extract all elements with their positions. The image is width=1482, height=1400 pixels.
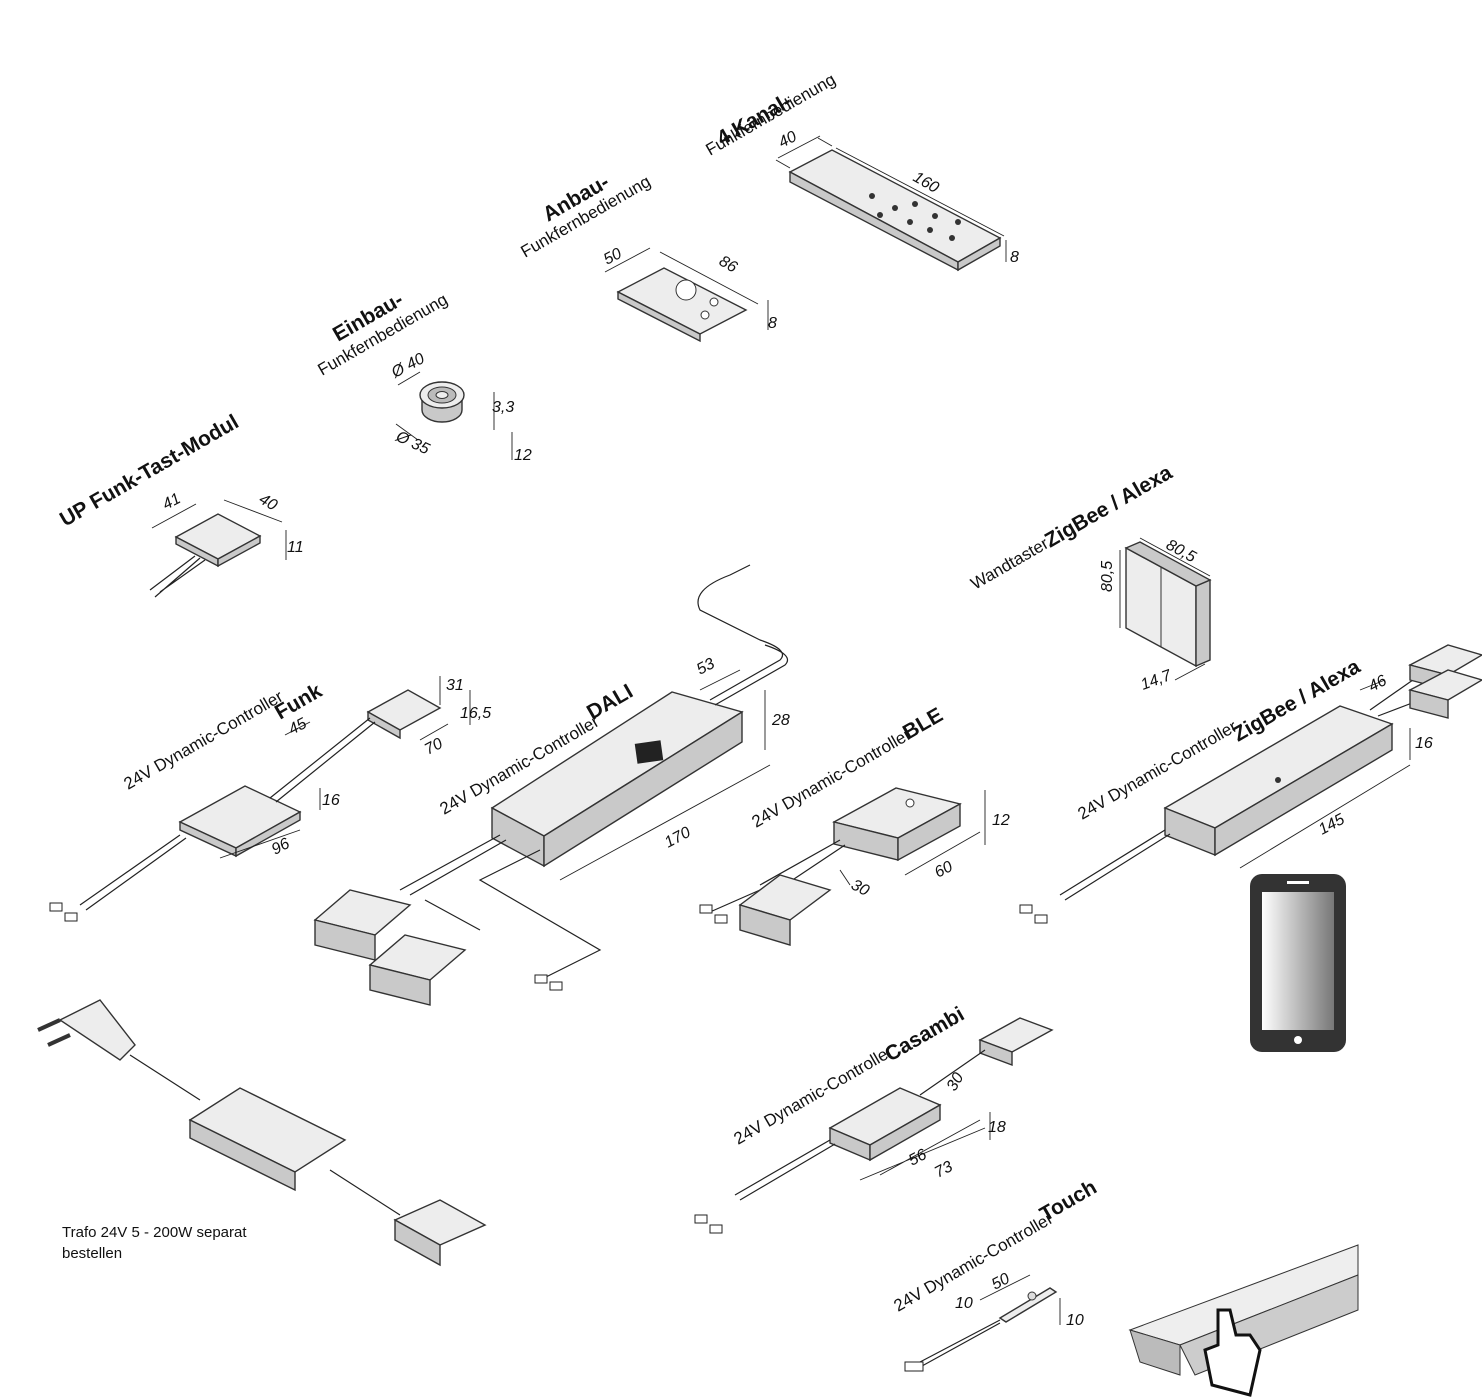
remote-einbau: Einbau- Funkfernbedienung Ø 40 Ø 35 3,3 …: [315, 288, 532, 464]
dim-funk-receiver-width: 31: [446, 677, 464, 694]
dim-funk-receiver-length: 70: [422, 735, 446, 758]
touch-hand-icon: [1203, 1308, 1262, 1397]
label-ble-title: BLE: [899, 703, 947, 744]
wandtaster-zigbee: Wandtaster ZigBee / Alexa 80,5 80,5 14,7: [968, 461, 1212, 694]
dim-touch-length: 50: [989, 1270, 1013, 1293]
dim-casambi-length: 73: [932, 1158, 956, 1181]
dim-ble-height: 12: [992, 812, 1010, 829]
controller-touch: 24V Dynamic-Controller Touch 50 10 10: [891, 1176, 1101, 1372]
dim-anbau-length: 86: [716, 253, 740, 277]
trafo-note-line1: Trafo 24V 5 - 200W separat: [62, 1224, 247, 1241]
dim-casambi-height: 18: [988, 1119, 1006, 1136]
label-funk-prefix: 24V Dynamic-Controller: [121, 687, 287, 794]
dim-4kanal-height: 8: [1010, 249, 1019, 266]
label-wandtaster-prefix: Wandtaster: [968, 534, 1053, 594]
dim-wandtaster-height: 80,5: [1099, 561, 1116, 592]
up-funk-tast-modul: UP Funk-Tast-Modul 41 40 11: [56, 410, 304, 598]
dim-dali-length: 170: [662, 824, 694, 852]
dim-touch-width: 10: [955, 1295, 973, 1312]
dim-4kanal-width: 40: [776, 128, 800, 151]
dim-funk-length: 96: [269, 835, 293, 858]
dim-ble-width: 30: [848, 877, 872, 900]
label-casambi-title: Casambi: [881, 1003, 968, 1067]
touch-profile-illustration: [1128, 1244, 1359, 1397]
smartphone-icon: [1250, 874, 1346, 1052]
controller-funk: 24V Dynamic-Controller Funk 31 16,5 70 4…: [49, 676, 491, 922]
label-wandtaster-title: ZigBee / Alexa: [1041, 461, 1176, 552]
dim-einbau-outer-diameter: Ø 40: [388, 350, 428, 382]
dim-funk-receiver-height: 16,5: [460, 705, 491, 722]
dim-funk-width: 45: [286, 715, 310, 738]
dim-anbau-width: 50: [601, 245, 625, 268]
dim-up-width: 41: [160, 490, 184, 513]
dim-funk-height: 16: [322, 792, 340, 809]
dim-zigbee-length: 145: [1316, 811, 1348, 839]
dim-einbau-top-height: 3,3: [492, 399, 514, 416]
dim-dali-width: 53: [694, 655, 718, 678]
dim-zigbee-width: 46: [1366, 672, 1390, 695]
remote-anbau: Anbau- Funkfernbedienung 50 86 8: [518, 170, 777, 343]
dim-dali-height: 28: [771, 712, 790, 729]
trafo-power-supply: Trafo 24V 5 - 200W separat bestellen: [37, 999, 487, 1267]
dim-einbau-inner-diameter: Ø 35: [392, 428, 432, 459]
dim-up-height: 11: [287, 539, 304, 556]
label-dali-title: DALI: [583, 680, 637, 724]
dim-anbau-height: 8: [768, 315, 777, 332]
label-up-modul: UP Funk-Tast-Modul: [56, 410, 243, 531]
trafo-note-line2: bestellen: [62, 1245, 122, 1262]
dim-wandtaster-depth: 14,7: [1139, 667, 1175, 694]
label-touch-title: Touch: [1036, 1176, 1101, 1227]
dim-ble-length: 60: [932, 858, 956, 881]
dim-touch-height: 10: [1066, 1312, 1084, 1329]
dim-einbau-depth: 12: [514, 447, 532, 464]
label-4kanal-subtitle: Funkfernbedienung: [703, 70, 839, 160]
dim-up-depth: 40: [256, 491, 280, 515]
controller-dali: 24V Dynamic-Controller DALI 53 28 170: [313, 564, 790, 1006]
dim-casambi-inner-length: 56: [906, 1146, 930, 1169]
controller-ble: 24V Dynamic-Controller BLE 12 60 30: [699, 703, 1010, 946]
remote-4-kanal: 4 Kanal- Funkfernbedienung 40 160 8: [703, 70, 1019, 272]
dim-casambi-width: 30: [944, 1070, 968, 1094]
dim-zigbee-height: 16: [1415, 735, 1433, 752]
controller-casambi: 24V Dynamic-Controller Casambi 30 18 56 …: [694, 1003, 1054, 1234]
power-plug-icon: [37, 999, 136, 1061]
